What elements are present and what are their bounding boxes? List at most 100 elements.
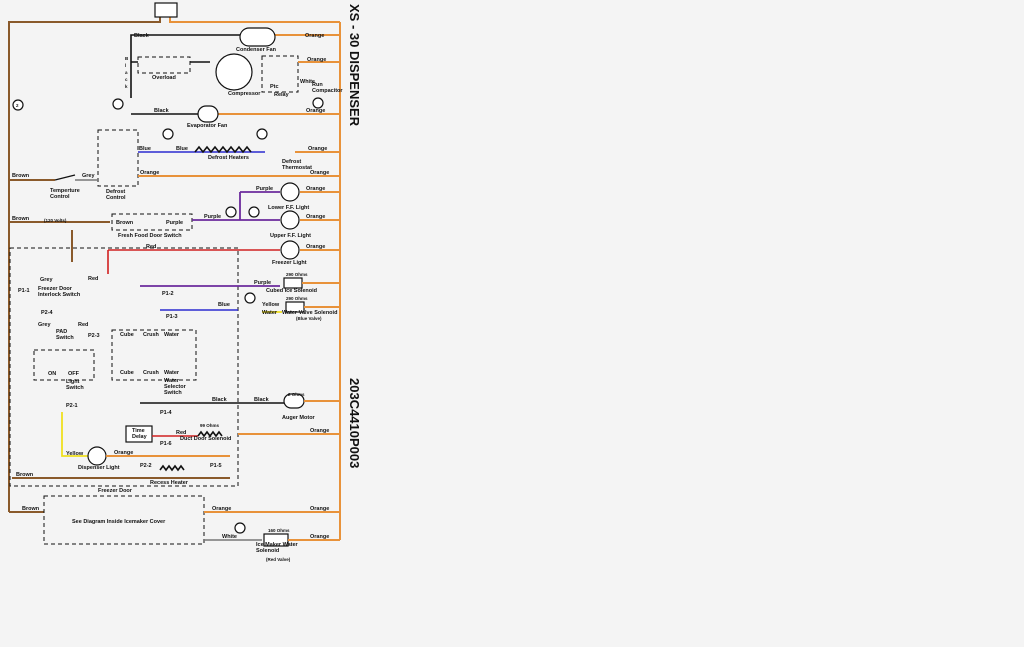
svg-text:Blue: Blue: [139, 146, 151, 152]
svg-text:Grey: Grey: [82, 173, 95, 179]
svg-text:Black: Black: [154, 108, 170, 114]
svg-text:See Diagram Inside Icemaker Co: See Diagram Inside Icemaker Cover: [72, 519, 166, 525]
svg-text:Relay: Relay: [274, 92, 290, 98]
svg-text:Yellow: Yellow: [66, 451, 84, 457]
svg-text:Freezer Door: Freezer Door: [98, 488, 133, 494]
svg-text:P1-1: P1-1: [18, 288, 30, 294]
duct-door-solenoid-coil: [197, 430, 223, 438]
svg-text:Orange: Orange: [140, 170, 159, 176]
relay-box: [261, 55, 299, 93]
svg-text:Orange: Orange: [306, 244, 325, 250]
svg-text:290 Ohms: 290 Ohms: [286, 296, 308, 301]
svg-text:Brown: Brown: [16, 472, 34, 478]
freezer-door-enclosure: [9, 247, 239, 487]
svg-text:Orange: Orange: [308, 146, 327, 152]
node-7: [112, 98, 124, 110]
freezer-light: [280, 240, 300, 260]
plug-symbol: [154, 2, 178, 18]
svg-text:Water: Water: [164, 370, 180, 376]
svg-text:Fresh Food Door Switch: Fresh Food Door Switch: [118, 233, 182, 239]
svg-text:99 Ohms: 99 Ohms: [200, 423, 220, 428]
svg-text:Black: Black: [254, 397, 270, 403]
svg-text:160 Ohms: 160 Ohms: [268, 528, 290, 533]
svg-text:2 Ohms: 2 Ohms: [288, 392, 305, 397]
svg-text:Dispenser Light: Dispenser Light: [78, 465, 120, 471]
svg-text:Defrost Heaters: Defrost Heaters: [208, 155, 249, 161]
svg-text:2: 2: [16, 103, 19, 108]
upper-ff-light: [280, 210, 300, 230]
time-delay-box: [125, 425, 153, 443]
svg-text:Recess Heater: Recess Heater: [150, 480, 189, 486]
svg-text:Orange: Orange: [310, 506, 329, 512]
evaporator-fan-motor: [197, 105, 219, 123]
svg-text:Cube: Cube: [120, 370, 134, 376]
svg-text:Water: Water: [164, 332, 180, 338]
node-3: [244, 292, 256, 304]
svg-text:P1-6: P1-6: [160, 441, 172, 447]
svg-text:Red: Red: [146, 244, 156, 250]
svg-text:c: c: [125, 77, 128, 82]
overload-box: [137, 56, 191, 74]
temp-control-switch: [54, 174, 76, 181]
svg-text:Purple: Purple: [166, 220, 183, 226]
dispenser-light: [87, 446, 107, 466]
svg-text:Orange: Orange: [114, 450, 133, 456]
svg-text:Orange: Orange: [305, 33, 324, 39]
orange-top-lead: [169, 10, 340, 23]
svg-text:Duct Door Solenoid: Duct Door Solenoid: [180, 436, 231, 442]
diagram-title: XS - 30 DISPENSER: [347, 4, 362, 127]
svg-text:Orange: Orange: [306, 108, 325, 114]
svg-text:B: B: [125, 56, 129, 61]
node-1: [256, 128, 268, 140]
svg-text:Black: Black: [212, 397, 228, 403]
part-number: 203C4410P003: [347, 378, 362, 468]
svg-text:Blue: Blue: [176, 146, 188, 152]
svg-text:P1-3: P1-3: [166, 314, 178, 320]
yellow-wire-dispenser: [61, 412, 88, 457]
svg-text:P2-4: P2-4: [41, 310, 54, 316]
svg-text:Brown: Brown: [116, 220, 134, 226]
node-6: [234, 522, 246, 534]
svg-text:Purple: Purple: [204, 214, 221, 220]
svg-text:Purple: Purple: [254, 280, 271, 286]
svg-text:Orange: Orange: [310, 428, 329, 434]
svg-text:Blue: Blue: [218, 302, 230, 308]
svg-text:Lower F.F. Light: Lower F.F. Light: [268, 205, 309, 211]
node-9b: [248, 206, 260, 218]
node-8: [225, 206, 237, 218]
svg-text:l: l: [125, 63, 126, 68]
svg-text:Orange: Orange: [306, 186, 325, 192]
light-switch-box: [33, 349, 95, 381]
condenser-fan-motor: [239, 27, 276, 47]
svg-text:Orange: Orange: [307, 57, 326, 63]
svg-text:Grey: Grey: [38, 322, 51, 328]
svg-text:Compressor: Compressor: [228, 91, 261, 97]
svg-text:Grey: Grey: [40, 277, 53, 283]
recess-heater-element: [159, 464, 185, 472]
svg-text:Upper F.F. Light: Upper F.F. Light: [270, 233, 311, 239]
compressor-motor: [215, 53, 253, 91]
svg-text:Condenser Fan: Condenser Fan: [236, 47, 277, 53]
svg-text:Freezer Light: Freezer Light: [272, 260, 307, 266]
svg-text:Brown: Brown: [22, 506, 40, 512]
cubed-ice-solenoid: [283, 277, 303, 289]
svg-text:Evaporator Fan: Evaporator Fan: [187, 123, 228, 129]
water-selector-switch-box: [111, 329, 197, 381]
defrost-control-box: [97, 129, 139, 187]
svg-text:P1-4: P1-4: [160, 410, 173, 416]
svg-text:k: k: [125, 84, 128, 89]
svg-text:P1-5: P1-5: [210, 463, 222, 469]
node-9: [162, 128, 174, 140]
svg-text:Crush: Crush: [143, 370, 160, 376]
svg-text:Orange: Orange: [212, 506, 231, 512]
